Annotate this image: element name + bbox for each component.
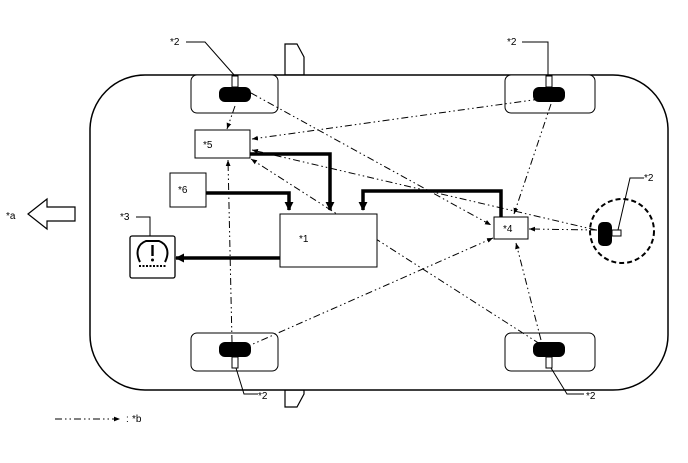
front-wheel-upper [284,43,305,76]
label-front-arrow: *a [6,211,16,222]
component-1-box [279,213,378,268]
wiring [175,152,503,263]
legend-separator: : [126,414,129,425]
label-warning-light: *3 [120,212,130,223]
sensor-rear-right [533,75,565,102]
legend-label: *b [132,414,142,425]
leader-lines [136,41,644,395]
component-5-box [194,129,251,159]
label-sensor-rear-left: *2 [586,391,596,402]
label-sensor-rear-right: *2 [507,37,517,48]
spare-tire [589,198,655,264]
label-sensor-spare: *2 [644,173,654,184]
label-unit6: *6 [178,185,188,196]
sensor-front-left [219,342,251,369]
label-sensor-front-right: *2 [170,37,180,48]
label-receiver: *4 [503,224,513,235]
component-4-box [493,216,529,240]
signal-lines [225,92,598,349]
front-wheel-lower [284,389,305,408]
label-sensor-front-left: *2 [258,391,268,402]
tire-pressure-warning-icon [129,235,176,279]
sensor-spare [598,222,622,246]
sensor-rear-left [533,342,565,369]
label-ecu: *1 [299,234,309,245]
label-unit5: *5 [203,140,213,151]
component-6-box [169,172,207,208]
front-direction-arrow [27,197,76,231]
